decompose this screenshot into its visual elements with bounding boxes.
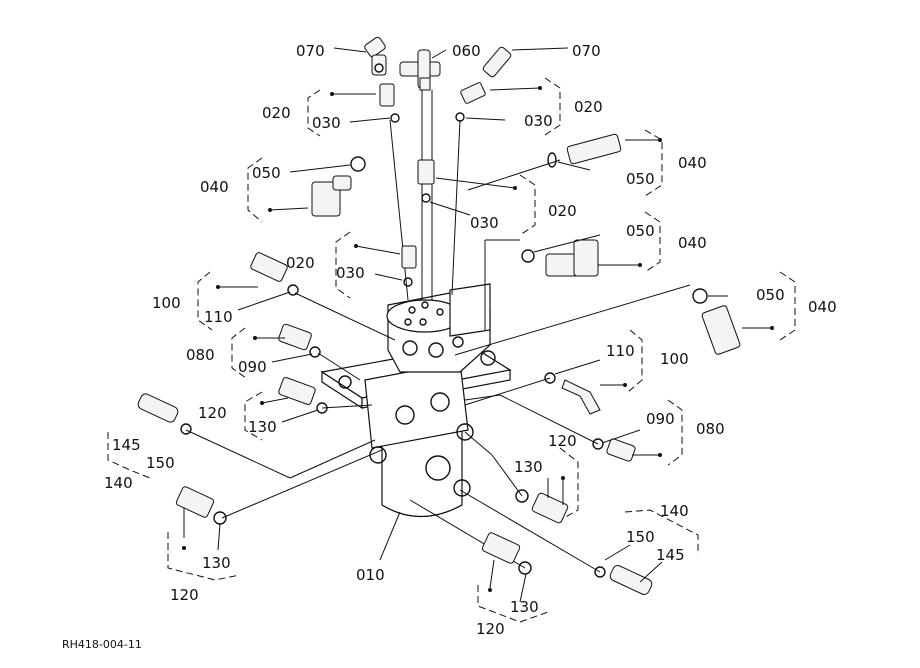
label-100-left: 100 [152,294,181,312]
label-090-right: 090 [646,410,675,428]
label-120-bottom: 120 [476,620,505,638]
label-020-middle: 020 [548,202,577,220]
label-120-left: 120 [198,404,227,422]
label-030-top-left: 030 [312,114,341,132]
label-020-top-right: 020 [574,98,603,116]
elbow-fitting-070-left [364,36,387,76]
label-040-upper-right: 040 [678,154,707,172]
adapter-100-left [250,252,299,296]
adapter-020-lower [401,245,417,287]
nipple-145-left [137,393,192,435]
label-130-bottom: 130 [510,598,539,616]
label-140-left: 140 [104,474,133,492]
label-120-mid-right: 120 [548,432,577,450]
part-labels: 070 060 070 020 030 020 030 050 040 050 … [104,42,837,638]
adapter-020-middle [417,159,435,203]
label-070-right: 070 [572,42,601,60]
label-050-far-right: 050 [756,286,785,304]
hose-110-right [544,372,601,415]
adapter-020-top-left [379,83,400,123]
label-100-right: 100 [660,350,689,368]
elbow-040-far-right [692,288,741,355]
fittings [137,36,741,595]
adapter-130-mid-right [515,489,569,524]
adapter-090-right [592,438,636,462]
tee-fitting-060 [399,49,441,91]
elbow-040-left [311,156,366,217]
label-020-top-left: 020 [262,104,291,122]
label-040-far-right: 040 [808,298,837,316]
adapter-120-lower-left [175,486,227,525]
label-010: 010 [356,566,385,584]
label-130-left: 130 [248,418,277,436]
label-130-lower-left: 130 [202,554,231,572]
label-120-lower-left: 120 [170,586,199,604]
adapter-040-upper-right [547,133,622,168]
label-110-right: 110 [606,342,635,360]
label-070-left: 070 [296,42,325,60]
group-brackets [107,77,796,623]
label-030-middle: 030 [470,214,499,232]
label-040-left: 040 [200,178,229,196]
label-020-lower: 020 [286,254,315,272]
nipple-145-right [594,565,653,595]
bullet-leaders [182,47,774,603]
label-140-right: 140 [660,502,689,520]
label-145-left: 145 [112,436,141,454]
label-150-left: 150 [146,454,175,472]
label-040-right: 040 [678,234,707,252]
label-030-top-right: 030 [524,112,553,130]
label-080-left: 080 [186,346,215,364]
adapter-120-left [278,377,328,414]
leader-lines [185,90,691,573]
label-030-lower: 030 [336,264,365,282]
label-145-right: 145 [656,546,685,564]
label-090-left: 090 [238,358,267,376]
elbow-040-right [521,239,599,277]
label-110-left: 110 [204,308,233,326]
adapter-020-top-right [455,82,486,122]
elbow-fitting-070-right [482,46,512,78]
label-060: 060 [452,42,481,60]
label-150-right: 150 [626,528,655,546]
label-050-upper-right: 050 [626,170,655,188]
drawing-code: RH418-004-11 [62,638,142,651]
label-080-right: 080 [696,420,725,438]
adapter-120-bottom [481,532,532,575]
label-050-left: 050 [252,164,281,182]
adapter-080-left [278,323,321,358]
label-050-right: 050 [626,222,655,240]
label-130-mid-right: 130 [514,458,543,476]
